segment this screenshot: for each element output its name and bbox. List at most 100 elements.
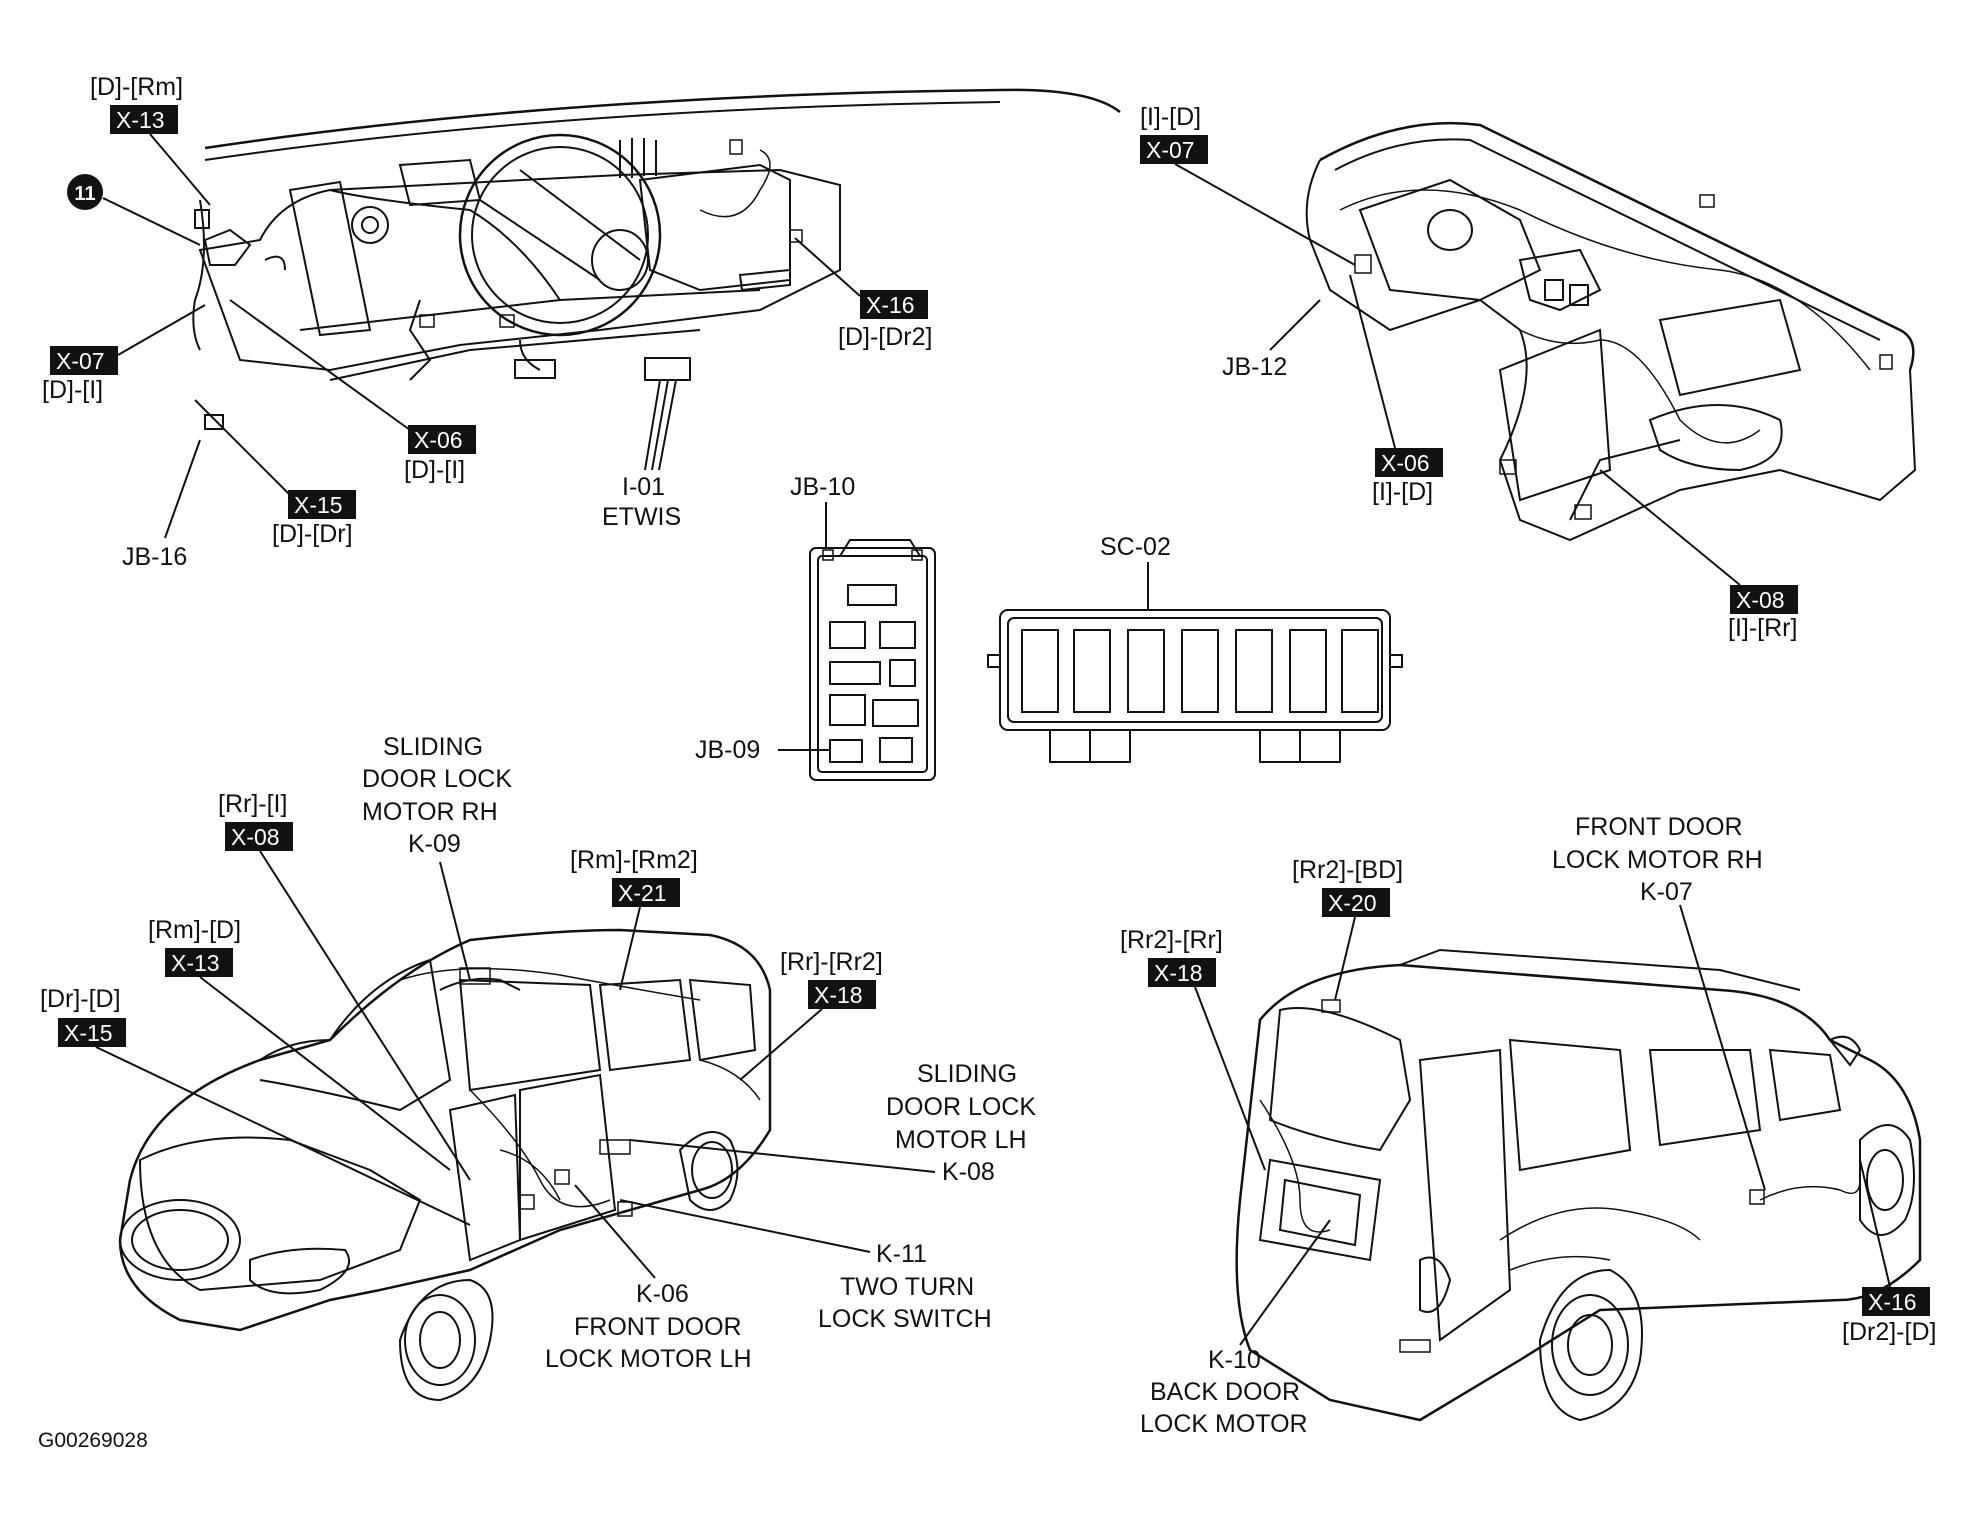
connector-x06-tl: X-06 [D]-[I] xyxy=(229,299,476,484)
connector-x07-tr-label: [I]-[D] xyxy=(1140,103,1201,131)
connector-x07-tl-leader xyxy=(117,304,206,356)
component-k06-line2: LOCK MOTOR LH xyxy=(545,1345,752,1373)
connector-x15-bl-tag: X-15 xyxy=(64,1020,113,1046)
component-k11-code: K-11 xyxy=(876,1240,927,1268)
connector-x18-br-tag: X-18 xyxy=(1154,960,1203,986)
connector-x16-tl-tag: X-16 xyxy=(866,292,915,318)
connector-x13-bl: [Rm]-[D] X-13 xyxy=(148,916,451,1171)
component-k09-code: K-09 xyxy=(408,830,461,858)
component-k07-leader xyxy=(1679,904,1766,1191)
component-etwis-name: ETWIS xyxy=(602,503,681,531)
component-k07-line2: LOCK MOTOR RH xyxy=(1552,846,1763,874)
connector-x08-tr: X-08 [I]-[Rr] xyxy=(1599,469,1798,642)
component-k08-line3: MOTOR LH xyxy=(895,1126,1027,1154)
connector-x07-tl: X-07 [D]-[I] xyxy=(42,304,206,404)
connector-x06-tl-leader xyxy=(229,299,411,431)
connector-x20-br-tag-box xyxy=(1322,888,1390,917)
connector-x13-tl-tag: X-13 xyxy=(116,107,165,133)
diagram-id: G00269028 xyxy=(38,1429,148,1452)
connector-x15-tl-label: [D]-[Dr] xyxy=(272,520,353,548)
connector-x06-tl-tag-box xyxy=(408,425,476,454)
connector-x21-bl-label: [Rm]-[Rm2] xyxy=(570,846,698,874)
connector-x21-bl-tag-box xyxy=(612,878,680,907)
callout-11-marker xyxy=(67,174,103,210)
connector-x16-tl-leader xyxy=(794,237,861,297)
connector-x13-tl-label: [D]-[Rm] xyxy=(90,73,183,101)
component-k06: K-06 FRONT DOOR LOCK MOTOR LH xyxy=(545,1184,752,1373)
connector-x15-tl-tag-box xyxy=(288,490,356,519)
connector-x18-br-leader xyxy=(1194,986,1266,1171)
component-jb09: JB-09 xyxy=(695,736,830,764)
connector-x08-bl-leader xyxy=(259,850,471,1181)
component-k10-line1: BACK DOOR xyxy=(1150,1378,1300,1406)
connector-x16-br-tag: X-16 xyxy=(1868,1289,1917,1315)
component-k11: K-11 TWO TURN LOCK SWITCH xyxy=(619,1199,992,1333)
component-k11-leader xyxy=(619,1199,871,1253)
connector-x18-bl-label: [Rr]-[Rr2] xyxy=(780,948,883,976)
connector-x08-bl-tag: X-08 xyxy=(231,824,280,850)
component-k07-line1: FRONT DOOR xyxy=(1575,813,1743,841)
connector-x16-br-leader xyxy=(1859,1159,1891,1288)
component-jb16-label: JB-16 xyxy=(122,543,187,571)
component-k06-code: K-06 xyxy=(636,1280,689,1308)
connector-x16-tl-tag-box xyxy=(860,290,928,319)
component-k09-line3: MOTOR RH xyxy=(362,798,498,826)
component-k09-line1: SLIDING xyxy=(383,733,483,761)
connector-x18-bl-tag-box xyxy=(808,980,876,1009)
connector-x08-bl: [Rr]-[I] X-08 xyxy=(218,790,471,1181)
component-k10-line2: LOCK MOTOR xyxy=(1140,1410,1308,1438)
connector-x21-bl-leader xyxy=(619,906,641,991)
passenger-dash-drawing xyxy=(1305,121,1917,542)
connector-block-sc02: SC-02 xyxy=(987,533,1403,763)
connector-x13-tl-leader xyxy=(149,133,211,206)
component-jb16-leader xyxy=(164,439,201,539)
connector-x15-bl-leader xyxy=(95,1046,471,1226)
connector-x16-br-tag-box xyxy=(1862,1287,1930,1316)
connector-x08-tr-label: [I]-[Rr] xyxy=(1728,614,1797,642)
connector-x21-bl-tag: X-21 xyxy=(618,880,667,906)
connector-x20-br: [Rr2]-[BD] X-20 xyxy=(1292,856,1403,1001)
connector-x06-tr-leader xyxy=(1349,274,1396,449)
connector-x18-bl-tag: X-18 xyxy=(814,982,863,1008)
driver-dash-drawing xyxy=(192,88,1121,430)
component-jb12-label: JB-12 xyxy=(1222,353,1287,381)
connector-x06-tl-tag: X-06 xyxy=(414,427,463,453)
component-k11-line1: TWO TURN xyxy=(840,1273,974,1301)
component-jb09-label: JB-09 xyxy=(695,736,760,764)
connector-x06-tr: X-06 [I]-[D] xyxy=(1349,274,1443,506)
connector-x16-br-label: [Dr2]-[D] xyxy=(1842,1318,1936,1346)
connector-x08-tr-tag: X-08 xyxy=(1736,587,1785,613)
component-k07: FRONT DOOR LOCK MOTOR RH K-07 xyxy=(1552,813,1766,1191)
connector-x07-tr-leader xyxy=(1174,163,1356,266)
connector-x15-bl-label: [Dr]-[D] xyxy=(40,985,121,1013)
connector-x08-tr-tag-box xyxy=(1730,585,1798,614)
connector-x07-tl-label: [D]-[I] xyxy=(42,376,103,404)
component-etwis-code: I-01 xyxy=(622,473,665,501)
connector-x15-tl-leader xyxy=(194,399,291,496)
connector-x13-bl-label: [Rm]-[D] xyxy=(148,916,241,944)
callout-11: 11 xyxy=(67,174,201,246)
connector-x18-br-tag-box xyxy=(1148,958,1216,987)
component-etwis: I-01 ETWIS xyxy=(602,379,681,531)
component-k11-line2: LOCK SWITCH xyxy=(818,1305,992,1333)
connector-x13-bl-tag-box xyxy=(165,948,233,977)
callout-11-leader xyxy=(102,197,201,246)
connector-x13-tl: [D]-[Rm] X-13 xyxy=(90,73,211,206)
connector-x15-bl-tag-box xyxy=(58,1018,126,1047)
component-k09-line2: DOOR LOCK xyxy=(362,765,512,793)
connector-x06-tl-label: [D]-[I] xyxy=(404,456,465,484)
connector-x16-tl-label: [D]-[Dr2] xyxy=(838,323,932,351)
connector-x08-bl-tag-box xyxy=(225,822,293,851)
component-jb16: JB-16 xyxy=(122,439,201,571)
connector-x16-br: X-16 [Dr2]-[D] xyxy=(1842,1159,1936,1346)
callout-11-number: 11 xyxy=(74,183,95,205)
component-k08-leader xyxy=(629,1139,936,1173)
component-k10-leader xyxy=(1239,1219,1331,1346)
connector-x07-tr: [I]-[D] X-07 xyxy=(1140,103,1356,266)
connector-x18-br: [Rr2]-[Rr] X-18 xyxy=(1120,926,1266,1171)
component-sc02-label: SC-02 xyxy=(1100,533,1171,561)
component-jb12: JB-12 xyxy=(1222,299,1321,381)
connector-x20-br-label: [Rr2]-[BD] xyxy=(1292,856,1403,884)
connector-x18-bl-leader xyxy=(739,1008,823,1081)
